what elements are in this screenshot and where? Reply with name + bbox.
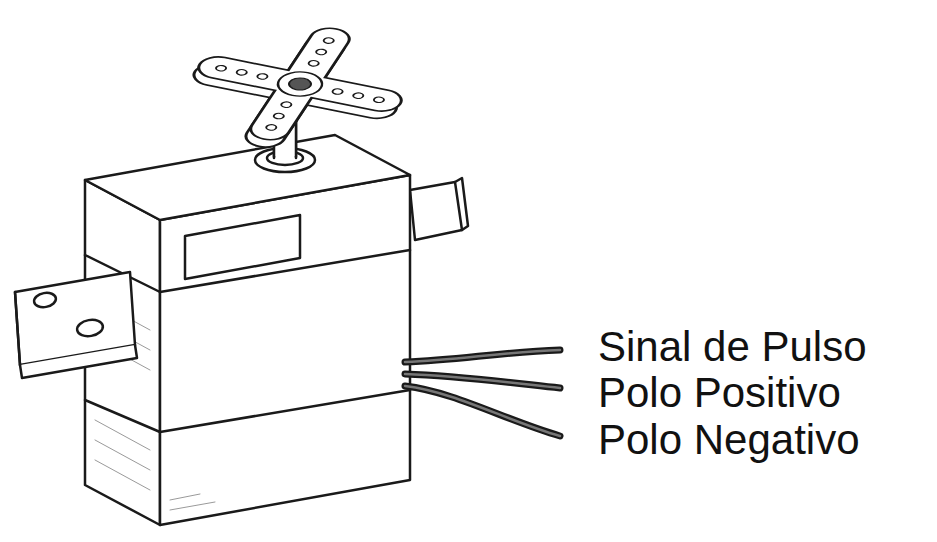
mounting-tab (410, 182, 462, 240)
horn-hole (235, 69, 248, 76)
label-plate (185, 215, 300, 279)
horn-hole (265, 124, 278, 131)
positive-wire (405, 374, 560, 388)
servo-wires (405, 350, 560, 436)
servo-horn (161, 10, 435, 165)
shading (170, 502, 215, 510)
mounting-tab-edge (455, 178, 468, 230)
horn-hole (315, 48, 328, 55)
positive-wire (405, 374, 560, 388)
horn-hole (352, 92, 365, 99)
servo-horn (272, 68, 328, 99)
case-seam (85, 400, 160, 432)
horn-hole (272, 113, 285, 120)
wire-label: Sinal de Pulso (598, 324, 867, 370)
wire-label: Polo Negativo (598, 417, 860, 463)
horn-hole (331, 88, 344, 95)
servo-body (15, 100, 468, 525)
signal-wire (405, 350, 560, 362)
servo-horn (165, 10, 434, 158)
horn-thickness (161, 17, 430, 165)
top-face (85, 135, 410, 220)
servo-horn (286, 76, 314, 92)
mounting-tab-edge (20, 345, 137, 378)
horn-hole (280, 101, 293, 108)
shading (95, 440, 150, 470)
negative-wire (405, 386, 560, 436)
horn-hole (373, 96, 386, 103)
wire-label: Polo Positivo (598, 370, 841, 416)
shading (170, 494, 200, 500)
mounting-hole (76, 318, 104, 338)
shading (95, 420, 150, 450)
negative-wire (405, 386, 560, 436)
signal-wire (405, 350, 560, 362)
case-seam (160, 250, 410, 292)
horn-hole (322, 37, 335, 44)
case-seam (160, 390, 410, 432)
shading (95, 460, 150, 490)
mounting-tab-edge (15, 292, 20, 365)
horn-hole (307, 60, 320, 67)
servo-horn (165, 10, 434, 158)
horn-hole (256, 73, 269, 80)
mounting-hole (33, 291, 57, 309)
horn-thickness (161, 17, 430, 165)
horn-hole (186, 21, 414, 146)
servo-horn (195, 55, 405, 113)
front-face (160, 175, 410, 525)
horn-thickness (161, 17, 430, 165)
horn-hole (215, 65, 228, 72)
